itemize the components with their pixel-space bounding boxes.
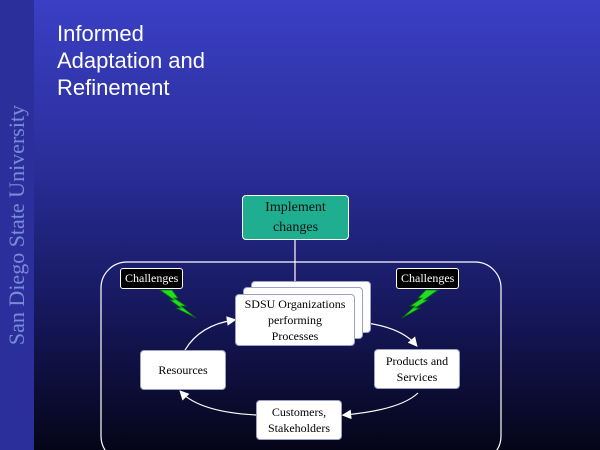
sdsu-line-2: performing: [268, 313, 322, 327]
customers-stakeholders-node: Customers, Stakeholders: [256, 400, 342, 440]
resources-label: Resources: [158, 363, 208, 377]
challenges-label-left: Challenges: [120, 268, 184, 289]
implement-line-1: Implement: [265, 199, 326, 215]
customers-line-2: Stakeholders: [268, 421, 330, 435]
slide-title: Informed Adaptation and Refinement: [57, 20, 317, 101]
flow-arrow-products-to-customers: [341, 392, 419, 420]
products-line-1: Products and: [385, 354, 449, 368]
title-line-2: Adaptation and: [57, 48, 206, 73]
implement-line-2: changes: [272, 219, 319, 235]
customers-line-1: Customers,: [271, 405, 327, 419]
implement-changes-node: Implement changes: [242, 195, 349, 240]
process-boundary: [100, 261, 502, 450]
sdsu-line-1: SDSU Organizations: [244, 297, 346, 311]
sdsu-line-3: Processes: [271, 329, 319, 343]
products-line-2: Services: [396, 370, 438, 384]
title-line-1: Informed: [57, 21, 144, 46]
challenges-label-right: Challenges: [396, 268, 460, 289]
resources-node: Resources: [140, 350, 226, 390]
flow-arrow-customers-to-resources: [179, 390, 257, 416]
sidebar-band: San Diego State University: [0, 0, 34, 450]
title-line-3: Refinement: [57, 75, 170, 100]
flow-arrow-resources-to-sdsu: [184, 316, 237, 351]
sdsu-organizations-node: SDSU Organizations performing Processes: [235, 294, 355, 346]
lightning-icon-left: [158, 289, 197, 319]
products-services-node: Products and Services: [374, 349, 460, 389]
lightning-icon-right: [401, 289, 440, 319]
